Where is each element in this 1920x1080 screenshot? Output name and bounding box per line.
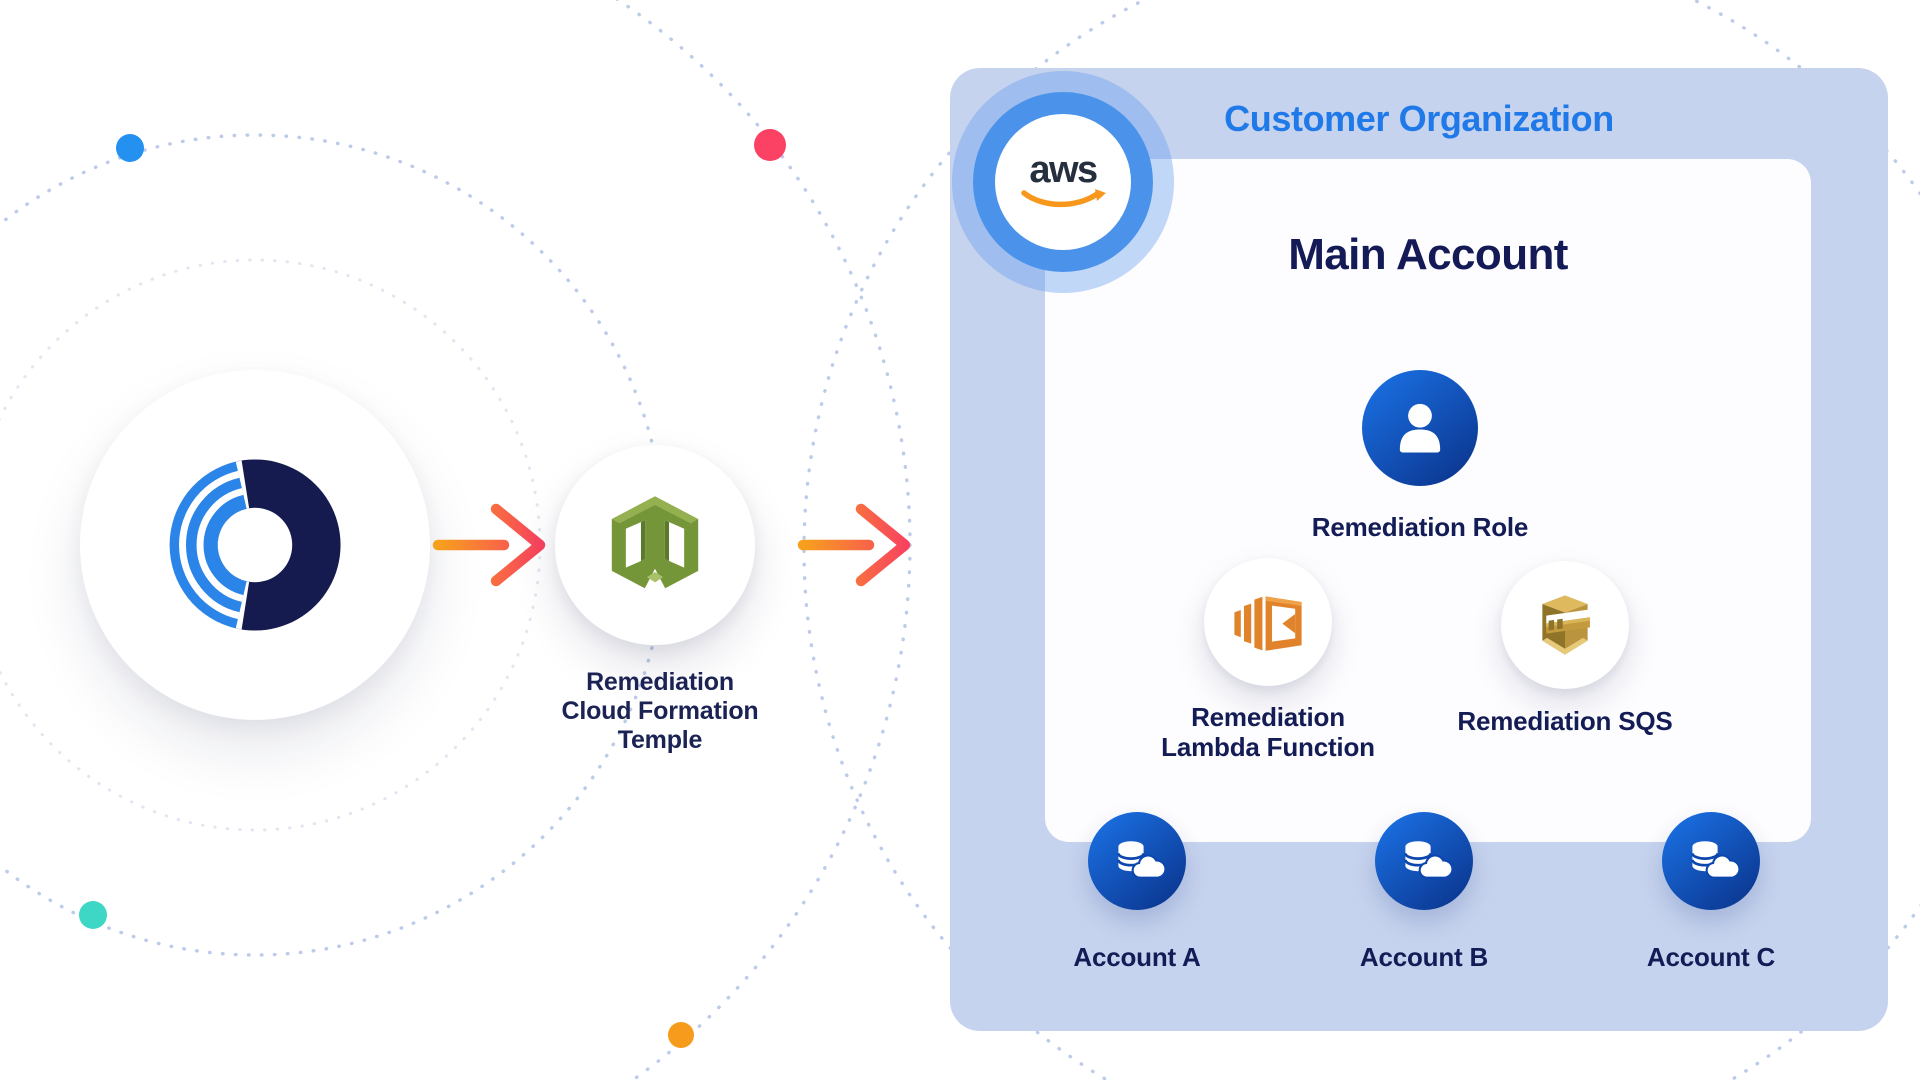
main-account-box — [1045, 159, 1811, 842]
account-b-node — [1375, 812, 1473, 910]
remediation-lambda-node — [1204, 558, 1332, 686]
decor-dot-pink — [754, 129, 786, 161]
flow-arrow-1-icon — [432, 503, 546, 587]
decor-dot-blue — [116, 134, 144, 162]
aws-badge: aws — [952, 71, 1174, 293]
aws-badge-core: aws — [995, 114, 1131, 250]
cloudformation-label-line1: Remediation — [586, 668, 734, 696]
remediation-role-label: Remediation Role — [1311, 512, 1529, 542]
cloudformation-label-line3: Temple — [617, 726, 703, 754]
decor-dot-orange — [668, 1022, 694, 1048]
remediation-role-node — [1362, 370, 1478, 486]
remediation-lambda-label-line2: Lambda Function — [1161, 732, 1375, 762]
aws-lambda-icon — [1234, 596, 1302, 651]
user-person-icon — [1399, 403, 1441, 453]
database-cloud-icon — [1691, 841, 1741, 879]
remediation-lambda-label: Remediation Lambda Function — [1108, 702, 1428, 762]
cloudformation-label: Remediation Cloud Formation Temple — [510, 668, 810, 755]
source-platform-node — [80, 370, 430, 720]
remediation-lambda-label-line1: Remediation — [1191, 702, 1345, 732]
remediation-sqs-label: Remediation SQS — [1457, 706, 1673, 736]
account-c-node — [1662, 812, 1760, 910]
customer-organization-title: Customer Organization — [1224, 98, 1614, 139]
aws-sqs-icon — [1542, 595, 1590, 655]
account-c-label: Account C — [1646, 942, 1776, 972]
aws-logo-text: aws — [1029, 148, 1098, 191]
remediation-sqs-node — [1501, 561, 1629, 689]
database-cloud-icon — [1404, 841, 1454, 879]
aws-cloudformation-icon — [611, 496, 699, 594]
cloudformation-label-line2: Cloud Formation — [561, 697, 759, 725]
aws-smile-icon — [1021, 188, 1106, 207]
orca-security-logo-icon — [169, 459, 341, 631]
flow-arrow-2-icon — [797, 503, 911, 587]
account-a-node — [1088, 812, 1186, 910]
database-cloud-icon — [1117, 841, 1167, 879]
account-b-label: Account B — [1359, 942, 1489, 972]
decor-dot-teal — [79, 901, 107, 929]
account-a-label: Account A — [1073, 942, 1201, 972]
cloudformation-node — [555, 445, 755, 645]
aws-badge-ring: aws — [973, 92, 1153, 272]
main-account-title: Main Account — [1288, 230, 1568, 279]
